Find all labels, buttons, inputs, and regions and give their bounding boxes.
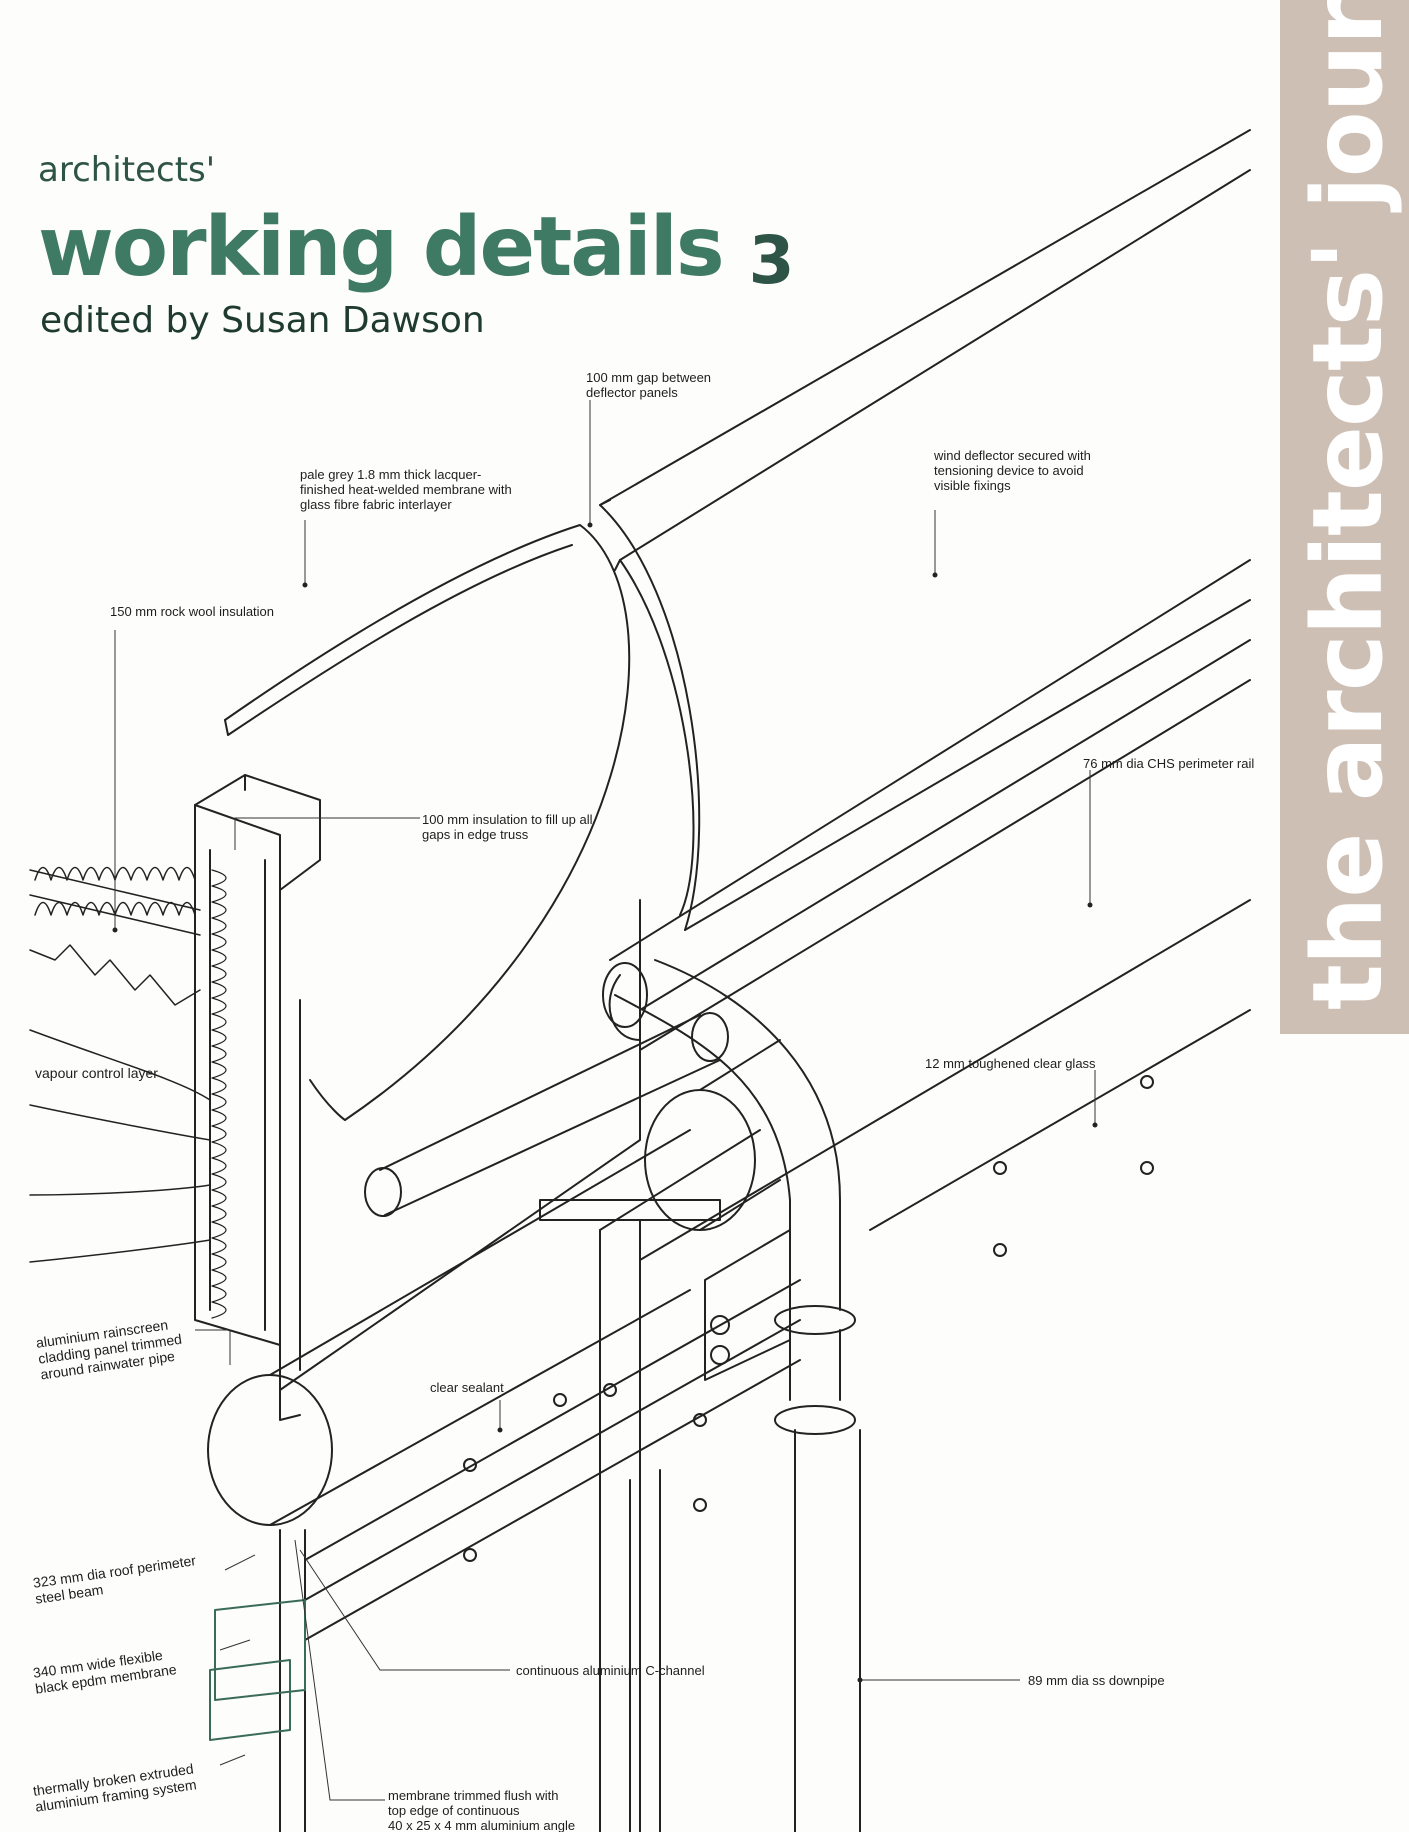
- bracket: [539, 1039, 791, 1832]
- title-text: working details: [38, 200, 725, 295]
- cladding-panel: [279, 899, 641, 1421]
- glass-panel: [639, 679, 1251, 1261]
- book-title: working details 3: [38, 200, 795, 299]
- glazing-frame: [209, 1279, 801, 1832]
- label-glass: 12 mm toughened clear glass: [925, 1056, 1096, 1071]
- label-vapour-control: vapour control layer: [35, 1065, 158, 1081]
- label-rockwool: 150 mm rock wool insulation: [110, 604, 275, 619]
- perimeter-rail: [602, 559, 1251, 1041]
- roof-deck: [29, 866, 211, 1263]
- publication-name: the architects' journal: [1292, 0, 1404, 1010]
- horizontal-tube: [364, 1012, 729, 1217]
- label-c-channel: continuous aluminium C-channel: [516, 1663, 705, 1678]
- series-kicker: architects': [38, 150, 216, 190]
- spine-band: [1280, 0, 1409, 1034]
- edge-truss: [194, 774, 321, 1346]
- volume-number: 3: [748, 222, 795, 299]
- editor-line: edited by Susan Dawson: [40, 300, 485, 341]
- label-perimeter-rail: 76 mm dia CHS perimeter rail: [1083, 756, 1255, 771]
- leader-lines: [114, 400, 1096, 1801]
- label-downpipe: 89 mm dia ss downpipe: [1028, 1673, 1165, 1688]
- membrane-back: [599, 129, 1251, 931]
- membrane-front: [224, 524, 631, 1121]
- leader-dots: [112, 522, 1098, 1683]
- steel-beam: [207, 1129, 707, 1562]
- label-membrane: pale grey 1.8 mm thick lacquer-finished …: [300, 467, 512, 512]
- label-sealant: clear sealant: [430, 1380, 504, 1395]
